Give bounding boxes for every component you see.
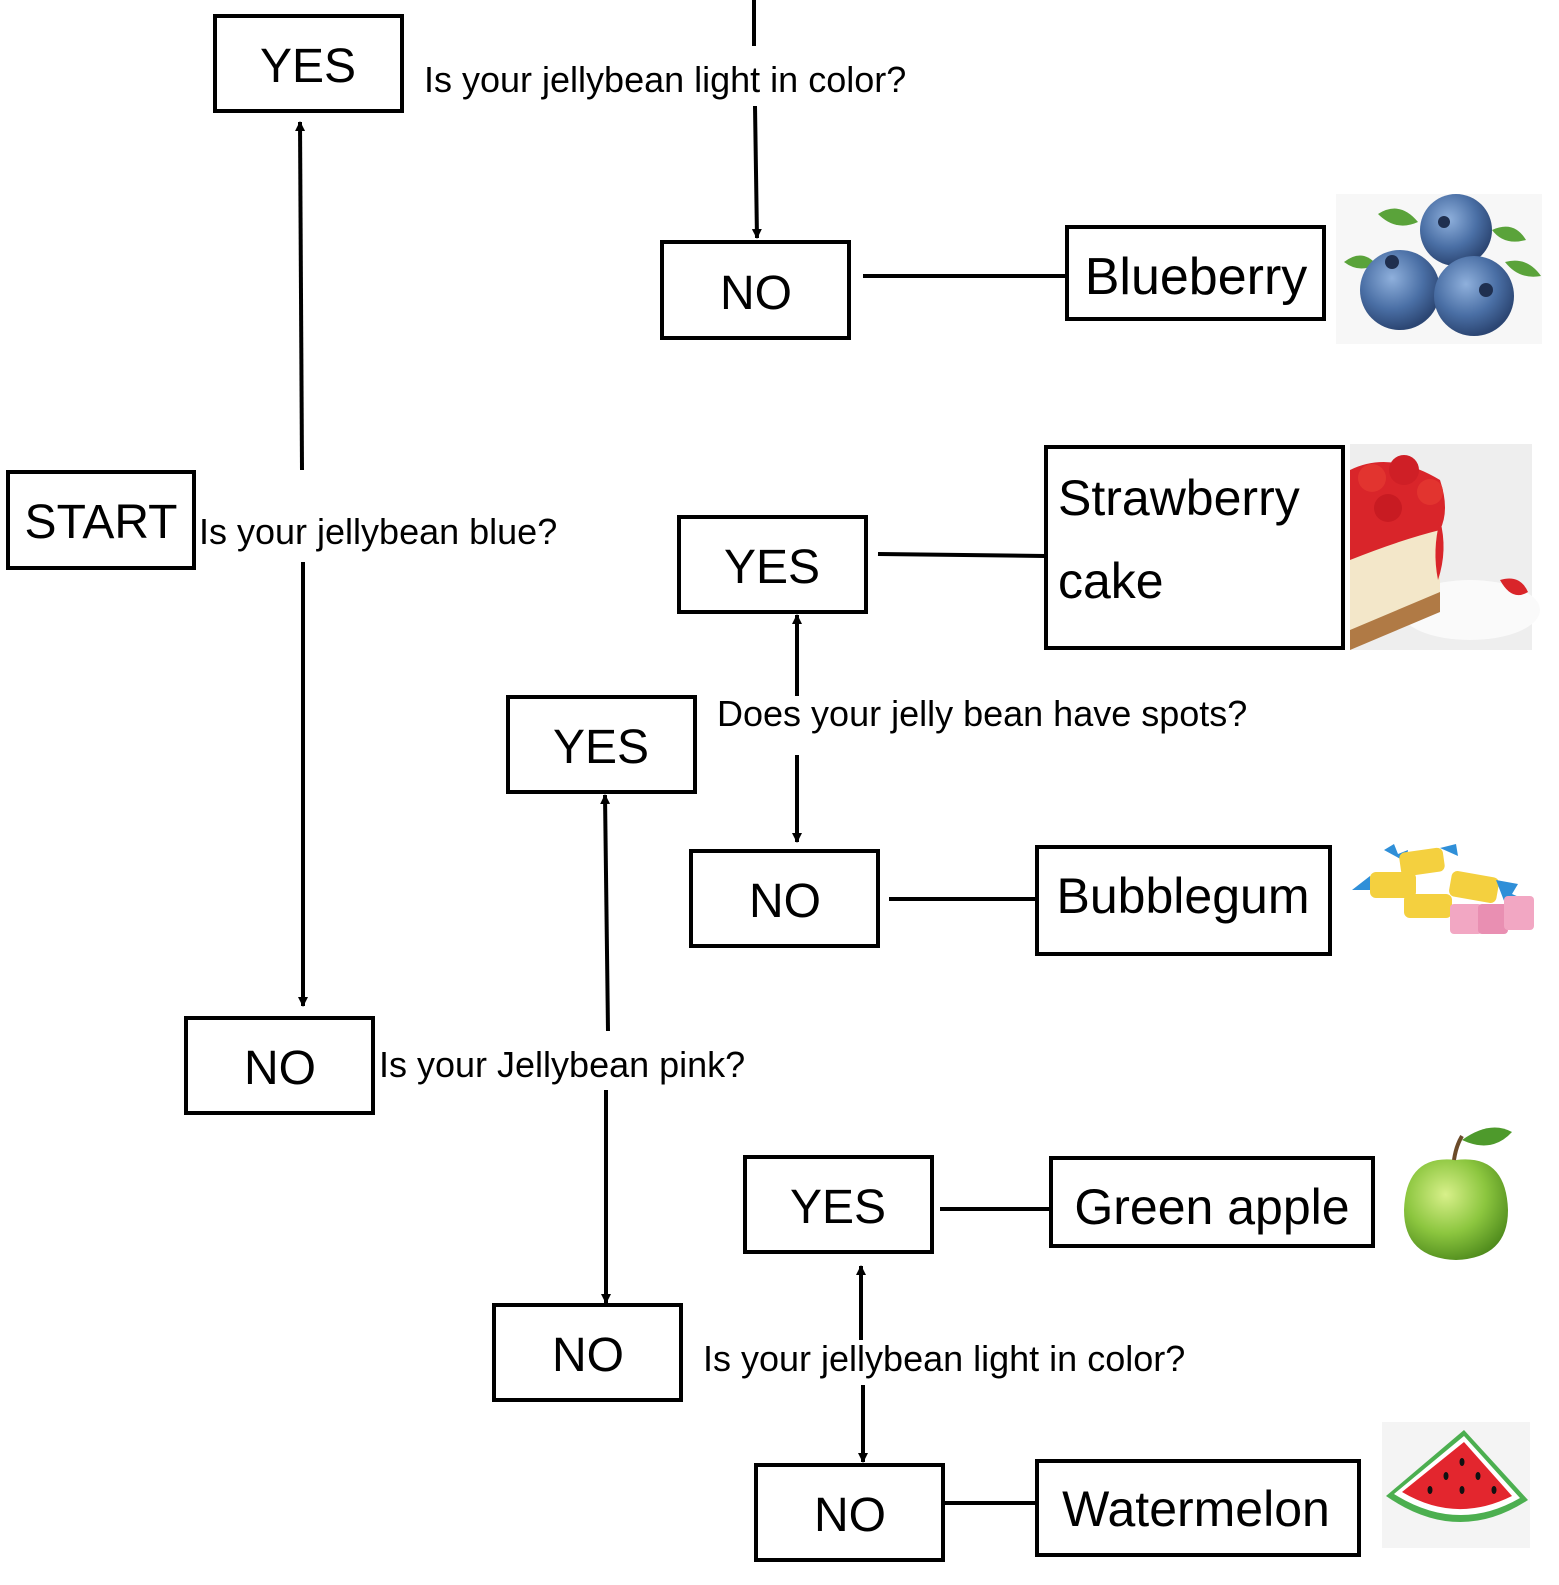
no-light-bottom-box: [754, 1463, 945, 1562]
no-light-bottom-label: NO: [814, 1489, 886, 1542]
yes-spots-box: [677, 515, 868, 614]
yes-blue-box: [213, 14, 404, 113]
question-pink: Is your Jellybean pink?: [379, 1044, 745, 1085]
blueberry-picture: [1336, 194, 1542, 344]
no-pink-box: [492, 1303, 683, 1402]
watermelon-picture: [1382, 1422, 1530, 1548]
yes-pink-label: YES: [553, 721, 649, 774]
start-box: [6, 470, 196, 570]
box-labels: START YES NO NO Blueberry YES NO YES NO …: [25, 40, 1350, 1542]
strawberry-cake-box: [1044, 445, 1345, 650]
bubblegum-picture: [1352, 844, 1534, 934]
watermelon-box: [1035, 1459, 1361, 1557]
arrow-pink-yes: [600, 794, 611, 1032]
blueberry-box: [1065, 225, 1326, 321]
yes-light-bottom-box: [743, 1155, 934, 1254]
no-blue-label: NO: [244, 1042, 316, 1095]
connectors: [295, 0, 1067, 1505]
green-apple-label: Green apple: [1074, 1179, 1349, 1235]
boxes: [6, 14, 1375, 1562]
no-spots-box: [689, 849, 880, 948]
no-light-top-label: NO: [720, 267, 792, 320]
question-blue: Is your jellybean blue?: [199, 511, 557, 552]
start-label: START: [25, 496, 178, 549]
strawberry-cake-label-line1: Strawberry: [1058, 470, 1300, 526]
watermelon-label: Watermelon: [1062, 1481, 1330, 1537]
bubblegum-box: [1035, 845, 1332, 956]
question-labels: Is your jellybean blue? Is your jellybea…: [196, 59, 1280, 1384]
question-spots: Does your jelly bean have spots?: [717, 693, 1247, 734]
green-apple-box: [1049, 1156, 1375, 1248]
arrow-light-top-no: [751, 105, 762, 239]
arrow-blue-yes: [295, 121, 306, 471]
question-light-top: Is your jellybean light in color?: [424, 59, 906, 100]
strawberry-cake-label-line2: cake: [1058, 553, 1164, 609]
no-pink-label: NO: [552, 1329, 624, 1382]
yes-light-bottom-label: YES: [790, 1181, 886, 1234]
yes-blue-label: YES: [260, 40, 356, 93]
blueberry-label: Blueberry: [1085, 248, 1308, 306]
no-blue-box: [184, 1016, 375, 1115]
no-light-top-box: [660, 240, 851, 340]
bubblegum-label: Bubblegum: [1057, 868, 1310, 924]
no-spots-label: NO: [749, 875, 821, 928]
green-apple-picture: [1404, 1127, 1512, 1260]
line-yes-strawberry: [877, 552, 1046, 558]
question-light-bottom: Is your jellybean light in color?: [703, 1338, 1185, 1379]
yes-pink-box: [506, 695, 697, 794]
yes-spots-label: YES: [724, 541, 820, 594]
strawberry-cake-picture: [1350, 444, 1540, 650]
